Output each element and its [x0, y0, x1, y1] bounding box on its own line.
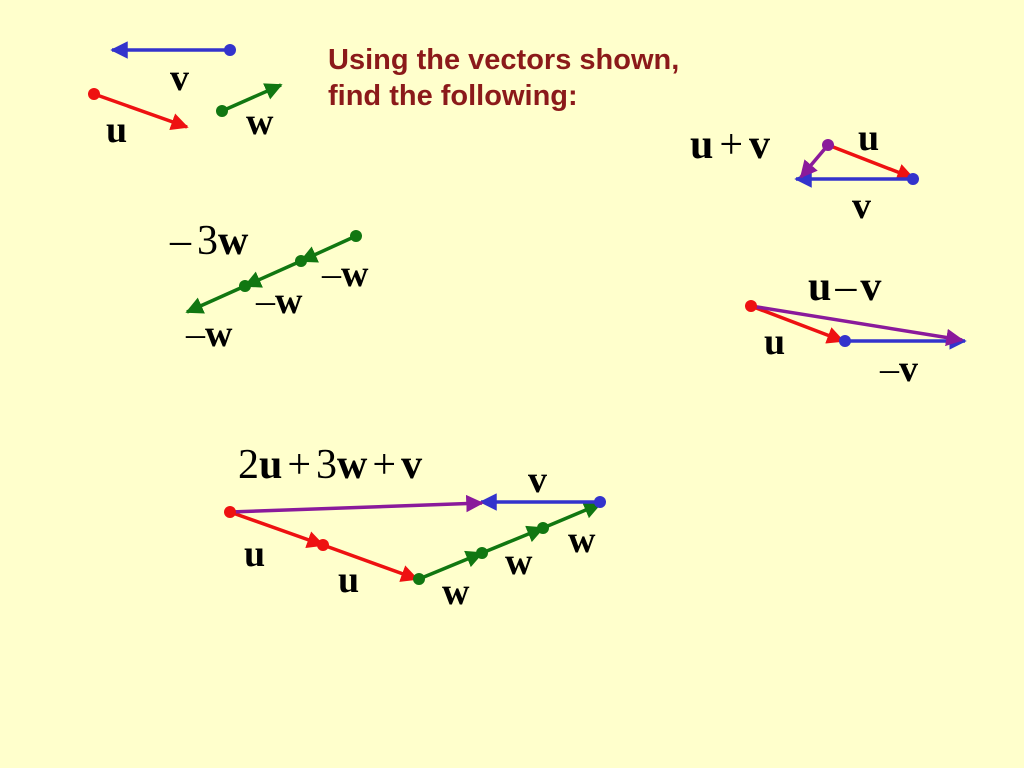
- diff-label-neg-v: –v: [879, 348, 918, 390]
- diff-label-u: u: [764, 321, 785, 363]
- neg-sign-3: –: [185, 313, 206, 355]
- neg-w-2: w: [275, 280, 303, 322]
- expr-neg: –: [169, 218, 192, 264]
- expression-u-plus-v: u+v: [690, 122, 770, 168]
- label-neg-w-1: –w: [321, 253, 369, 295]
- diff-neg-sign: –: [879, 348, 900, 390]
- neg-w-3: w: [205, 313, 233, 355]
- expr-w: w: [218, 218, 249, 264]
- label-neg-w-2: –w: [255, 280, 303, 322]
- sum-u-plus-v: u+v u v: [690, 117, 919, 227]
- combo-three: 3: [316, 442, 337, 488]
- combo-label-w-1: w: [442, 571, 470, 613]
- vector-w: w: [216, 83, 283, 143]
- expression-minus-3w: –3w: [169, 218, 249, 264]
- sum-label-v: v: [852, 185, 871, 227]
- heading-line-1: Using the vectors shown,: [328, 44, 680, 76]
- combo-label-w-3: w: [568, 519, 596, 561]
- combo-w: w: [337, 442, 368, 488]
- combo-label-u-1: u: [244, 533, 265, 575]
- label-neg-w-3: –w: [185, 313, 233, 355]
- combo-label-w-2: w: [505, 541, 533, 583]
- neg-sign-2: –: [255, 280, 276, 322]
- combo-v: v: [401, 442, 422, 488]
- expression-2u-3w-v: 2u+3w+v: [238, 442, 422, 488]
- combo-u: u: [259, 442, 282, 488]
- expr-plus: +: [719, 122, 743, 168]
- diff-expr-u: u: [808, 264, 831, 310]
- label-v: v: [170, 57, 189, 99]
- vector-u: u: [88, 88, 189, 151]
- neg-w-1: w: [341, 253, 369, 295]
- combo-label-v: v: [528, 459, 547, 501]
- vector-v: v: [110, 41, 236, 99]
- combo-label-u-2: u: [338, 559, 359, 601]
- combination-2u-3w-v: 2u+3w+v v u u w w w: [224, 442, 606, 613]
- given-vectors: v u w: [88, 41, 283, 151]
- sum-label-u: u: [858, 117, 879, 159]
- expression-u-minus-v: u–v: [808, 264, 881, 310]
- combo-plus-2: +: [372, 442, 396, 488]
- heading-line-2: find the following:: [328, 80, 578, 112]
- label-w: w: [246, 101, 274, 143]
- combo-plus-1: +: [287, 442, 311, 488]
- neg-sign-1: –: [321, 253, 342, 295]
- difference-u-minus-v: u–v u –v: [745, 264, 967, 390]
- diff-expr-neg: –: [834, 264, 857, 310]
- slide-heading: Using the vectors shown, find the follow…: [328, 42, 768, 114]
- expr-v: v: [749, 122, 770, 168]
- label-u: u: [106, 109, 127, 151]
- combo-two: 2: [238, 442, 259, 488]
- expr-three: 3: [197, 218, 218, 264]
- diff-neg-v: v: [899, 348, 918, 390]
- scalar-minus-3w: –3w –w –w –w: [169, 218, 369, 355]
- diff-expr-v: v: [860, 264, 881, 310]
- expr-u: u: [690, 122, 713, 168]
